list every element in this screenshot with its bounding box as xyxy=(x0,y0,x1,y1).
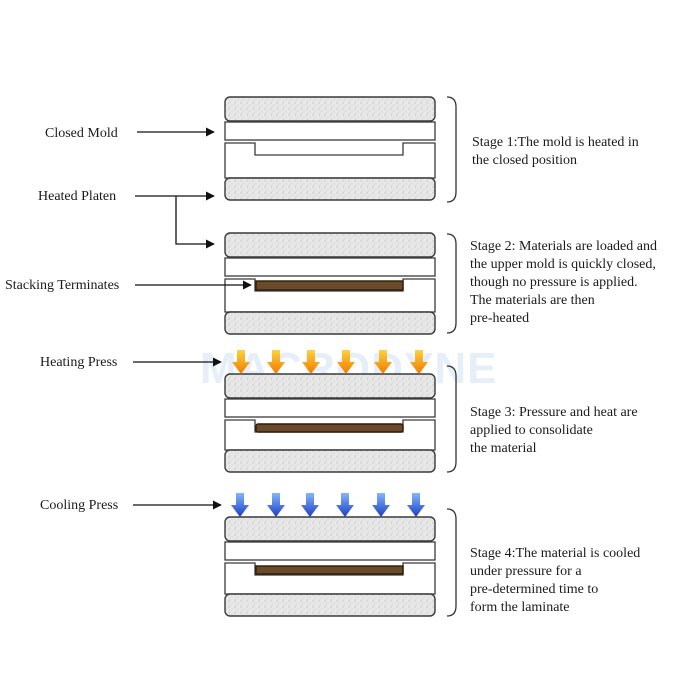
stage-4-line: pre-determined time to xyxy=(470,582,598,597)
stage-2-line: the upper mold is quickly closed, xyxy=(470,257,656,272)
stage-4-line: under pressure for a xyxy=(470,564,582,579)
cool-arrow-icon xyxy=(301,493,319,517)
label-stacking-terminates: Stacking Terminates xyxy=(5,278,119,293)
stage-2-line: The materials are then xyxy=(470,293,595,308)
heat-arrow-icon xyxy=(374,350,392,374)
cool-arrow-icon xyxy=(267,493,285,517)
stage-2-brace xyxy=(446,233,457,334)
stage-1-mold xyxy=(224,96,436,201)
cooling-press-arrows xyxy=(231,493,425,517)
upper-platen xyxy=(224,232,436,258)
heat-arrow-icon xyxy=(232,350,250,374)
cool-arrow-icon xyxy=(407,493,425,517)
stage-3-line: the material xyxy=(470,441,537,456)
upper-mold-half xyxy=(224,257,436,277)
heat-arrow-icon xyxy=(337,350,355,374)
stage-4-mold xyxy=(224,516,436,617)
laminate-stack xyxy=(255,280,404,291)
upper-mold-half xyxy=(224,398,436,418)
lower-mold-half xyxy=(224,142,436,179)
laminate-stack xyxy=(255,565,404,575)
stage-3-text: Stage 3: Pressure and heat are applied t… xyxy=(470,405,641,456)
upper-mold-half xyxy=(224,541,436,561)
cool-arrow-icon xyxy=(336,493,354,517)
stage-4-line: Stage 4:The material is cooled xyxy=(470,546,640,561)
stage-1-line: the closed position xyxy=(472,153,577,168)
heat-arrow-icon xyxy=(302,350,320,374)
lower-platen xyxy=(224,449,436,473)
stage-4-line: form the laminate xyxy=(470,600,570,615)
heat-arrow-icon xyxy=(267,350,285,374)
stage-2-line: though no pressure is applied. xyxy=(470,275,638,290)
upper-platen xyxy=(224,373,436,399)
cool-arrow-icon xyxy=(231,493,249,517)
heat-arrow-icon xyxy=(410,350,428,374)
stage-2-mold xyxy=(224,232,436,335)
stage-4-brace xyxy=(446,508,457,617)
pointer-heated-platen-2 xyxy=(175,196,215,249)
lower-platen xyxy=(224,177,436,201)
label-closed-mold: Closed Mold xyxy=(45,126,118,141)
stage-2-line: pre-heated xyxy=(470,311,529,326)
label-heated-platen: Heated Platen xyxy=(38,189,116,204)
stage-2-line: Stage 2: Materials are loaded and xyxy=(470,239,657,254)
stage-1-line: Stage 1:The mold is heated in xyxy=(472,135,639,150)
laminate-stack xyxy=(255,423,404,433)
upper-platen xyxy=(224,96,436,122)
label-heating-press: Heating Press xyxy=(40,355,117,370)
stage-4-text: Stage 4:The material is cooled under pre… xyxy=(470,546,644,615)
stage-3-line: Stage 3: Pressure and heat are xyxy=(470,405,638,420)
lower-platen xyxy=(224,593,436,617)
stage-2-text: Stage 2: Materials are loaded and the up… xyxy=(470,239,660,326)
stage-1-brace xyxy=(446,96,457,203)
cool-arrow-icon xyxy=(372,493,390,517)
stage-3-brace xyxy=(446,365,457,473)
stage-3-mold xyxy=(224,373,436,473)
upper-platen xyxy=(224,516,436,542)
upper-mold-half xyxy=(224,121,436,141)
stage-3-line: applied to consolidate xyxy=(470,423,593,438)
label-cooling-press: Cooling Press xyxy=(40,498,118,513)
stage-1-text: Stage 1:The mold is heated in the closed… xyxy=(472,135,642,168)
heating-press-arrows xyxy=(232,350,428,374)
lower-platen xyxy=(224,311,436,335)
